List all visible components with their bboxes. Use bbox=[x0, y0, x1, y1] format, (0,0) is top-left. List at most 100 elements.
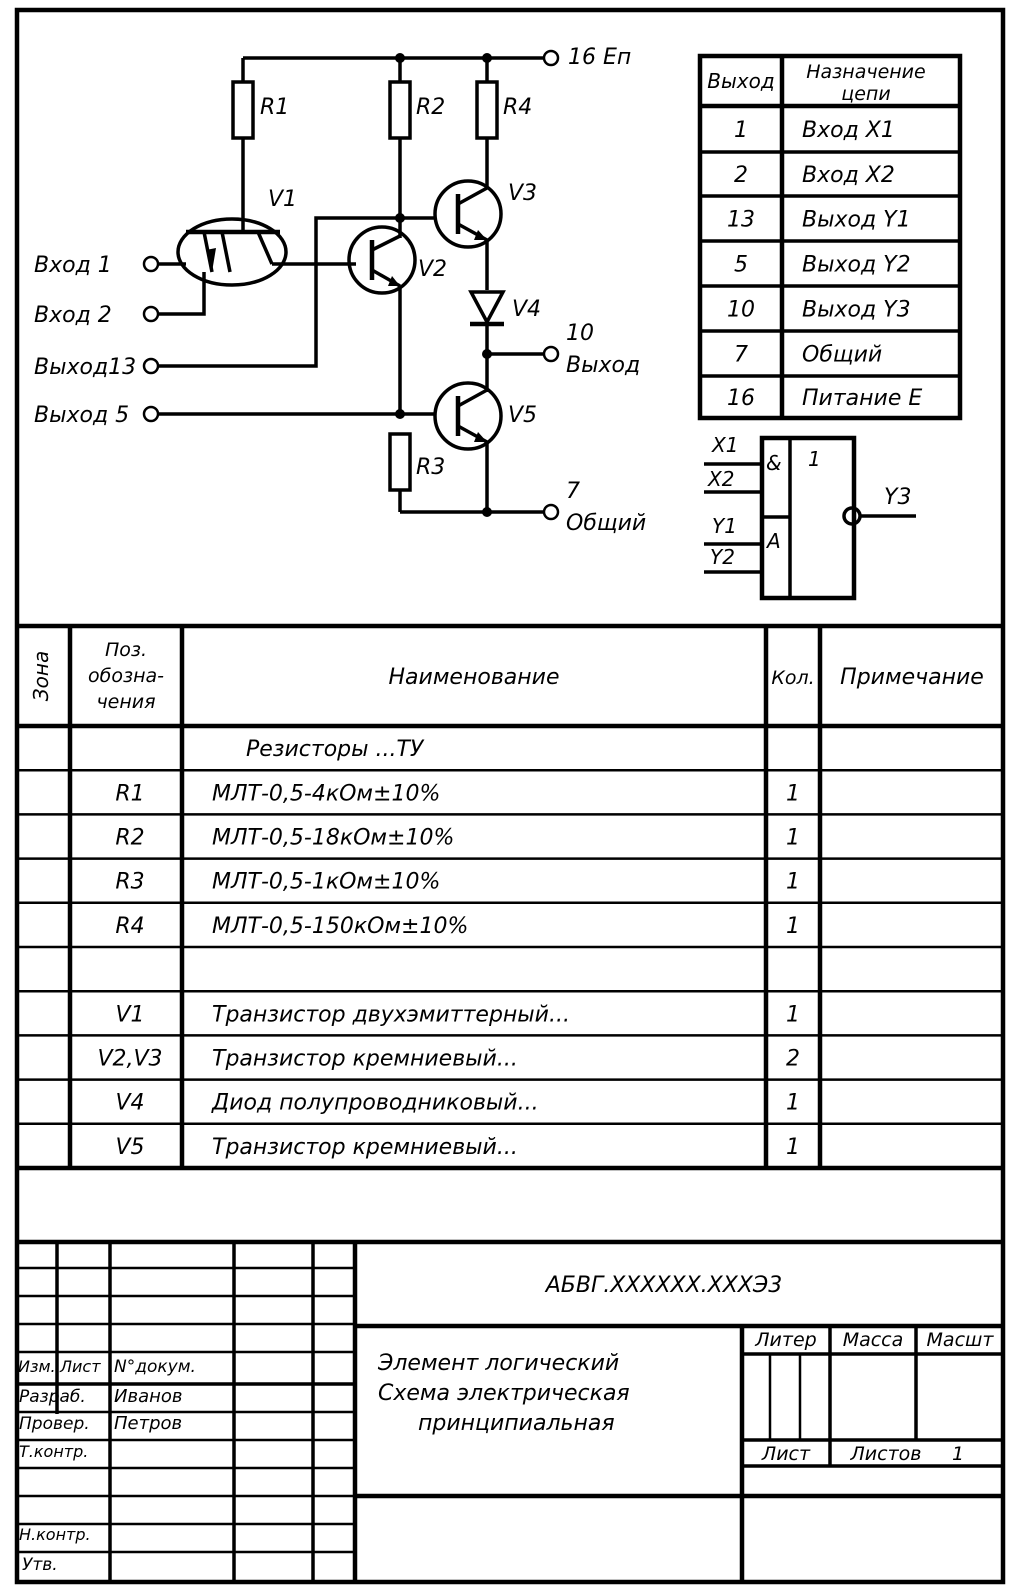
v4-label: V4 bbox=[512, 297, 541, 322]
masht-label: Масшт bbox=[927, 1329, 995, 1351]
pin-number: 5 bbox=[734, 253, 748, 278]
sheet-label: Лист bbox=[761, 1443, 811, 1465]
transistor-v2 bbox=[347, 225, 417, 295]
bom-name: Транзистор двухэмиттерный... bbox=[212, 1002, 570, 1027]
logic-in-y2: Y2 bbox=[710, 545, 735, 569]
purpose-header-1: Назначение bbox=[806, 61, 925, 83]
logic-in-y1: Y1 bbox=[712, 514, 737, 538]
pin-purpose: Питание E bbox=[802, 386, 922, 411]
role-utv: Утв. bbox=[22, 1555, 58, 1575]
logic-func-label: 1 bbox=[808, 447, 821, 471]
output5-terminal bbox=[142, 405, 160, 423]
title-block: АБВГ.XXXXXX.XXXЭ3 Элемент логический Схе… bbox=[17, 1239, 1003, 1582]
pin-purpose: Вход X1 bbox=[802, 118, 895, 143]
pin-number: 13 bbox=[727, 208, 755, 233]
diode-v4 bbox=[468, 290, 506, 326]
v3-label: V3 bbox=[508, 181, 537, 206]
col-izm: Изм. bbox=[18, 1357, 56, 1376]
v1-label: V1 bbox=[268, 187, 297, 212]
bom-pos: R2 bbox=[115, 826, 144, 851]
bom-qty: 1 bbox=[786, 1091, 800, 1116]
purpose-header-2: цепи bbox=[841, 83, 890, 105]
pin-purpose: Выход Y3 bbox=[802, 298, 911, 323]
pin-number: 7 bbox=[734, 343, 748, 368]
title-line2: Схема электрическая bbox=[378, 1381, 630, 1406]
v2-label: V2 bbox=[418, 257, 447, 282]
bom-qty: 1 bbox=[786, 914, 800, 939]
output10-number: 10 bbox=[566, 321, 594, 346]
sheet-frame bbox=[14, 7, 1006, 1585]
bom-qty: 1 bbox=[786, 781, 800, 806]
resistor-r4 bbox=[475, 80, 499, 140]
bom-qty: 1 bbox=[786, 870, 800, 895]
bom-name: Транзистор кремниевый... bbox=[212, 1135, 518, 1160]
role-razrab: Разраб. bbox=[19, 1387, 86, 1407]
r3-label: R3 bbox=[416, 455, 445, 480]
logic-and-label: & bbox=[766, 451, 782, 475]
bom-name: МЛТ-0,5-1кОм±10% bbox=[212, 870, 440, 895]
bom-table: Зона Поз. обозна- чения Наименование Кол… bbox=[17, 623, 1003, 1171]
role-nkontr: Н.контр. bbox=[19, 1525, 91, 1544]
qty-header: Кол. bbox=[771, 667, 814, 689]
bom-name: МЛТ-0,5-150кОм±10% bbox=[212, 914, 468, 939]
pos-header-1: Поз. bbox=[105, 639, 147, 661]
logic-in-x2: X2 bbox=[707, 467, 734, 491]
input1-terminal bbox=[142, 255, 160, 273]
bom-pos: V2,V3 bbox=[97, 1047, 162, 1072]
sheets-count: 1 bbox=[952, 1443, 964, 1465]
designation: АБВГ.XXXXXX.XXXЭ3 bbox=[544, 1273, 782, 1298]
ground-number: 7 bbox=[566, 479, 580, 504]
pin-number: 16 bbox=[727, 386, 755, 411]
massa-label: Масса bbox=[843, 1329, 904, 1351]
pin-number: 2 bbox=[734, 163, 748, 188]
schematic: 16 Еп R1 R2 R4 V1 Вход 1 Вход 2 bbox=[34, 45, 646, 536]
resistor-r3 bbox=[388, 432, 412, 492]
bom-pos: V4 bbox=[115, 1091, 144, 1116]
bom-name: МЛТ-0,5-18кОм±10% bbox=[212, 826, 454, 851]
pos-header-3: чения bbox=[96, 691, 155, 713]
bom-pos: R1 bbox=[115, 781, 144, 806]
bom-pos: R4 bbox=[115, 914, 144, 939]
logic-in-x1: X1 bbox=[711, 433, 738, 457]
ground-terminal bbox=[542, 503, 560, 521]
col-doc: N°докум. bbox=[114, 1357, 196, 1377]
col-list: Лист bbox=[59, 1357, 101, 1376]
bom-pos: V5 bbox=[115, 1135, 144, 1160]
role-tkontr: Т.контр. bbox=[19, 1442, 88, 1461]
pin-number: 1 bbox=[734, 118, 748, 143]
transistor-v1 bbox=[176, 217, 288, 287]
note-header: Примечание bbox=[840, 665, 984, 690]
bom-name: Резисторы ...ТУ bbox=[246, 737, 425, 762]
output10-label: Выход bbox=[566, 353, 640, 378]
title-line1: Элемент логический bbox=[377, 1351, 619, 1376]
output10-terminal bbox=[542, 345, 560, 363]
title-line3: принципиальная bbox=[418, 1411, 615, 1436]
resistor-r1 bbox=[231, 80, 255, 140]
bom-pos: R3 bbox=[115, 870, 144, 895]
bom-name: МЛТ-0,5-4кОм±10% bbox=[212, 781, 440, 806]
pin-header: Выход bbox=[707, 69, 774, 93]
transistor-v5 bbox=[433, 381, 503, 451]
bom-qty: 1 bbox=[786, 826, 800, 851]
name-header: Наименование bbox=[389, 665, 560, 690]
output13-label: Выход13 bbox=[34, 355, 136, 380]
pin-number: 10 bbox=[727, 298, 755, 323]
r1-label: R1 bbox=[260, 95, 289, 120]
output5-label: Выход 5 bbox=[34, 403, 129, 428]
power-label: 16 Еп bbox=[568, 45, 631, 70]
pin-purpose: Выход Y2 bbox=[802, 253, 911, 278]
bom-qty: 1 bbox=[786, 1002, 800, 1027]
bom-name: Транзистор кремниевый... bbox=[212, 1047, 518, 1072]
output13-terminal bbox=[142, 357, 160, 375]
bom-name: Диод полупроводниковый... bbox=[211, 1091, 539, 1116]
zone-header: Зона bbox=[29, 651, 53, 701]
v5-label: V5 bbox=[508, 403, 537, 428]
logic-output: Y3 bbox=[884, 485, 911, 510]
pin-purpose: Общий bbox=[802, 343, 882, 368]
power-terminal bbox=[542, 49, 560, 67]
sheets-label: Листов bbox=[850, 1443, 922, 1465]
name-razrab: Иванов bbox=[114, 1386, 183, 1407]
bom-qty: 2 bbox=[786, 1047, 800, 1072]
